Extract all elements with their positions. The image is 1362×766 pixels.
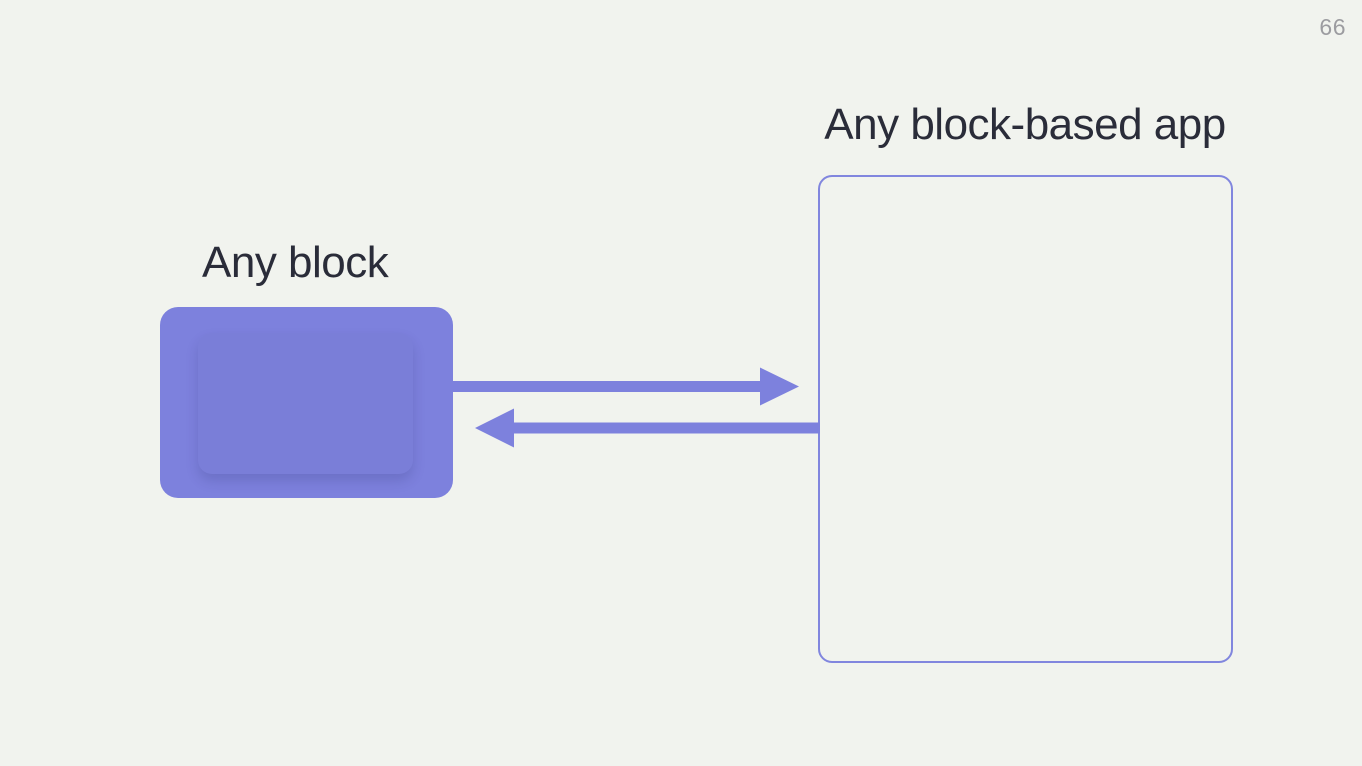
block-shape: [160, 307, 453, 498]
arrow-right-icon: [450, 367, 799, 406]
app-container-box: [818, 175, 1233, 663]
arrow-left-icon: [475, 408, 820, 448]
app-box-title: Any block-based app: [824, 100, 1226, 149]
block-inner-face: [198, 333, 413, 474]
block-label: Any block: [202, 238, 389, 287]
data-flow-arrows: [450, 367, 820, 448]
page-number: 66: [1319, 14, 1346, 40]
